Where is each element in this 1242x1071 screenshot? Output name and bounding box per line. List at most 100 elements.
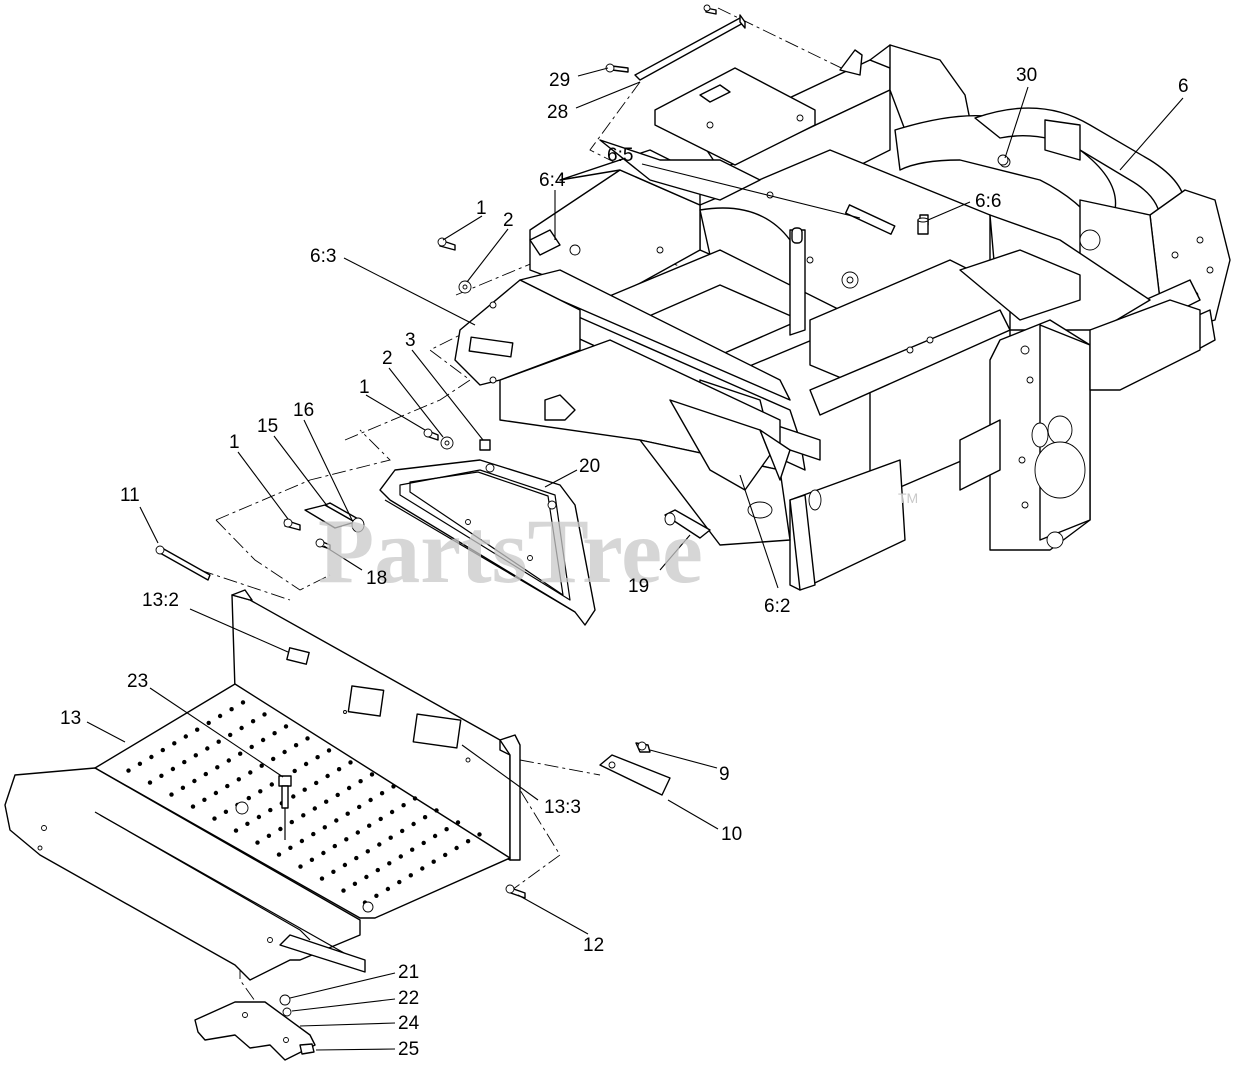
callout-6-6: 6:6 bbox=[975, 191, 1001, 212]
perforation-hole bbox=[326, 748, 332, 753]
perforation-hole bbox=[408, 873, 413, 878]
perforation-hole bbox=[454, 845, 459, 851]
perforation-hole bbox=[431, 859, 436, 864]
perforation-hole bbox=[268, 807, 273, 813]
perforation-hole bbox=[374, 893, 379, 898]
callout-18: 18 bbox=[366, 568, 387, 589]
perforation-hole bbox=[410, 847, 415, 852]
upper-mount-plate bbox=[605, 4, 816, 166]
perforation-hole bbox=[205, 746, 210, 751]
perforation-hole bbox=[258, 789, 263, 794]
perforation-hole bbox=[314, 780, 319, 786]
perforation-hole bbox=[389, 809, 395, 815]
perforation-hole bbox=[271, 756, 276, 762]
perforation-hole bbox=[240, 700, 246, 705]
perforation-hole bbox=[375, 867, 380, 873]
perforation-hole bbox=[245, 821, 250, 826]
perforation-hole bbox=[391, 784, 396, 789]
callout-16: 16 bbox=[293, 400, 314, 421]
perforation-hole bbox=[341, 888, 346, 893]
perforation-hole bbox=[421, 840, 426, 846]
perforation-hole bbox=[236, 777, 241, 782]
main-frame bbox=[454, 44, 1231, 591]
perforation-hole bbox=[358, 779, 363, 784]
perforation-hole bbox=[239, 725, 244, 731]
perforation-hole bbox=[397, 879, 402, 885]
callout-12: 12 bbox=[583, 935, 604, 956]
perforation-hole bbox=[225, 783, 230, 789]
perforation-hole bbox=[465, 839, 471, 844]
perforation-hole bbox=[344, 837, 349, 842]
perforation-hole bbox=[183, 734, 188, 739]
perforation-hole bbox=[302, 787, 307, 792]
perforation-hole bbox=[385, 886, 391, 892]
perforation-hole bbox=[202, 797, 207, 802]
perforation-hole bbox=[262, 712, 267, 717]
perforation-hole bbox=[346, 785, 352, 791]
perforation-hole bbox=[319, 876, 325, 881]
callout-6-3: 6:3 bbox=[310, 246, 336, 267]
perforation-hole bbox=[278, 826, 283, 832]
perforation-hole bbox=[348, 760, 353, 765]
perforation-hole bbox=[289, 819, 294, 825]
perforation-hole bbox=[432, 833, 438, 839]
perforation-hole bbox=[249, 744, 254, 750]
callout-2-top: 2 bbox=[503, 210, 514, 231]
callout-29: 29 bbox=[549, 70, 570, 91]
watermark-text: PartsTree bbox=[318, 500, 703, 602]
perforation-hole bbox=[288, 845, 293, 850]
callout-6: 6 bbox=[1178, 76, 1189, 97]
perforation-hole bbox=[345, 811, 350, 816]
callout-24: 24 bbox=[398, 1013, 420, 1034]
perforation-hole bbox=[301, 813, 306, 818]
perforation-hole bbox=[443, 852, 448, 858]
perforation-hole bbox=[190, 804, 196, 809]
perforation-hole bbox=[260, 737, 266, 743]
perforation-hole bbox=[182, 759, 187, 765]
perforation-hole bbox=[195, 727, 200, 732]
perforation-hole bbox=[305, 736, 310, 741]
perforation-hole bbox=[172, 741, 177, 746]
callout-25: 25 bbox=[398, 1039, 419, 1060]
long-bolt-11 bbox=[155, 545, 211, 581]
perforation-hole bbox=[365, 849, 370, 854]
callout-9: 9 bbox=[719, 764, 730, 785]
floor-perforations bbox=[126, 700, 482, 905]
perforation-hole bbox=[369, 772, 375, 777]
perforation-hole bbox=[160, 747, 165, 753]
perforation-hole bbox=[335, 792, 340, 798]
perforation-hole bbox=[336, 767, 342, 772]
perforation-hole bbox=[321, 850, 326, 856]
perforation-hole bbox=[233, 828, 239, 833]
lower-skirt-plate bbox=[4, 767, 366, 981]
perforation-hole bbox=[193, 753, 198, 758]
perforation-hole bbox=[259, 763, 264, 768]
callout-22: 22 bbox=[398, 988, 419, 1009]
foot-pad bbox=[194, 994, 316, 1061]
callout-1-mid: 1 bbox=[359, 377, 370, 398]
callout-1-left: 1 bbox=[229, 432, 240, 453]
perforation-hole bbox=[477, 832, 482, 837]
perforation-hole bbox=[411, 821, 416, 827]
perforation-hole bbox=[298, 864, 303, 869]
perforation-hole bbox=[126, 768, 131, 773]
callout-28: 28 bbox=[547, 102, 568, 123]
perforation-hole bbox=[325, 773, 330, 779]
perforation-hole bbox=[215, 765, 220, 770]
callout-15: 15 bbox=[257, 416, 278, 437]
perforation-hole bbox=[444, 827, 449, 832]
perforation-hole bbox=[422, 815, 428, 820]
perforation-hole bbox=[276, 852, 282, 857]
perforation-hole bbox=[412, 796, 418, 801]
perforation-hole bbox=[352, 881, 358, 886]
perforation-hole bbox=[203, 771, 208, 777]
perforation-hole bbox=[342, 862, 348, 868]
perforation-hole bbox=[291, 794, 296, 799]
perforation-hole bbox=[170, 766, 176, 772]
watermark-trademark: TM bbox=[898, 490, 918, 506]
callout-6-4: 6:4 bbox=[539, 170, 566, 191]
callout-13-3: 13:3 bbox=[544, 797, 581, 818]
perforation-hole bbox=[137, 761, 143, 766]
callout-10: 10 bbox=[721, 824, 742, 845]
